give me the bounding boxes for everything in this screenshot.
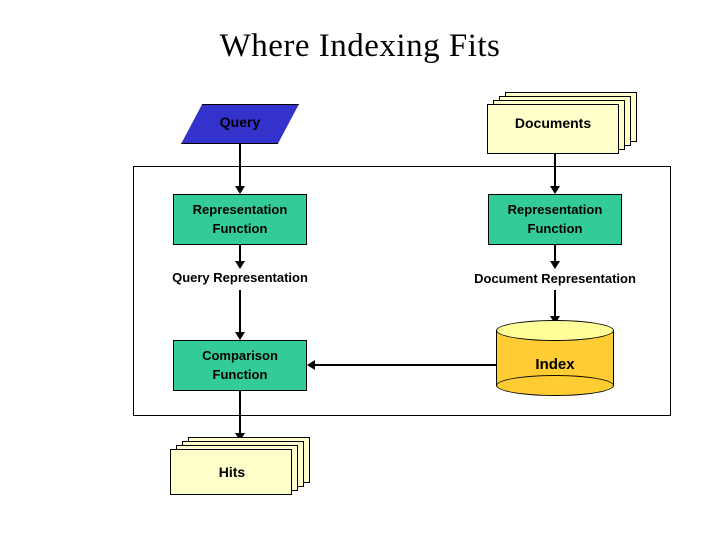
drf-line1: Representation <box>507 201 603 217</box>
index-cylinder-top <box>496 320 614 341</box>
query-node-shape[interactable] <box>181 104 299 144</box>
document-representation-function-box[interactable]: Representation Function <box>488 194 622 245</box>
drf-line2: Function <box>527 220 583 236</box>
documents-node-label: Documents <box>514 115 592 131</box>
comparison-function-label: Comparison Function <box>202 347 278 385</box>
document-representation-function-label: Representation Function <box>508 201 603 239</box>
query-representation-function-box[interactable]: Representation Function <box>173 194 307 245</box>
qrf-line2: Function <box>212 220 268 236</box>
query-representation-label: Query Representation <box>172 270 308 285</box>
index-cylinder-bottom <box>496 375 614 396</box>
cmp-line1: Comparison <box>202 347 278 363</box>
documents-node-shape[interactable] <box>487 92 637 154</box>
hits-sheet-front <box>170 449 292 495</box>
document-representation-label: Document Representation <box>474 271 636 286</box>
index-node-label: Index <box>535 356 575 373</box>
qrf-line1: Representation <box>192 201 288 217</box>
query-node-label: Query <box>219 114 261 130</box>
page-title: Where Indexing Fits <box>219 28 501 64</box>
cmp-line2: Function <box>212 366 268 382</box>
query-representation-function-label: Representation Function <box>193 201 288 239</box>
hits-node-label: Hits <box>218 464 246 480</box>
documents-sheet-front <box>487 104 619 154</box>
comparison-function-box[interactable]: Comparison Function <box>173 340 307 391</box>
index-node-shape[interactable] <box>496 320 614 396</box>
indexing-system-boundary <box>133 166 671 416</box>
hits-node-shape[interactable] <box>170 437 310 495</box>
